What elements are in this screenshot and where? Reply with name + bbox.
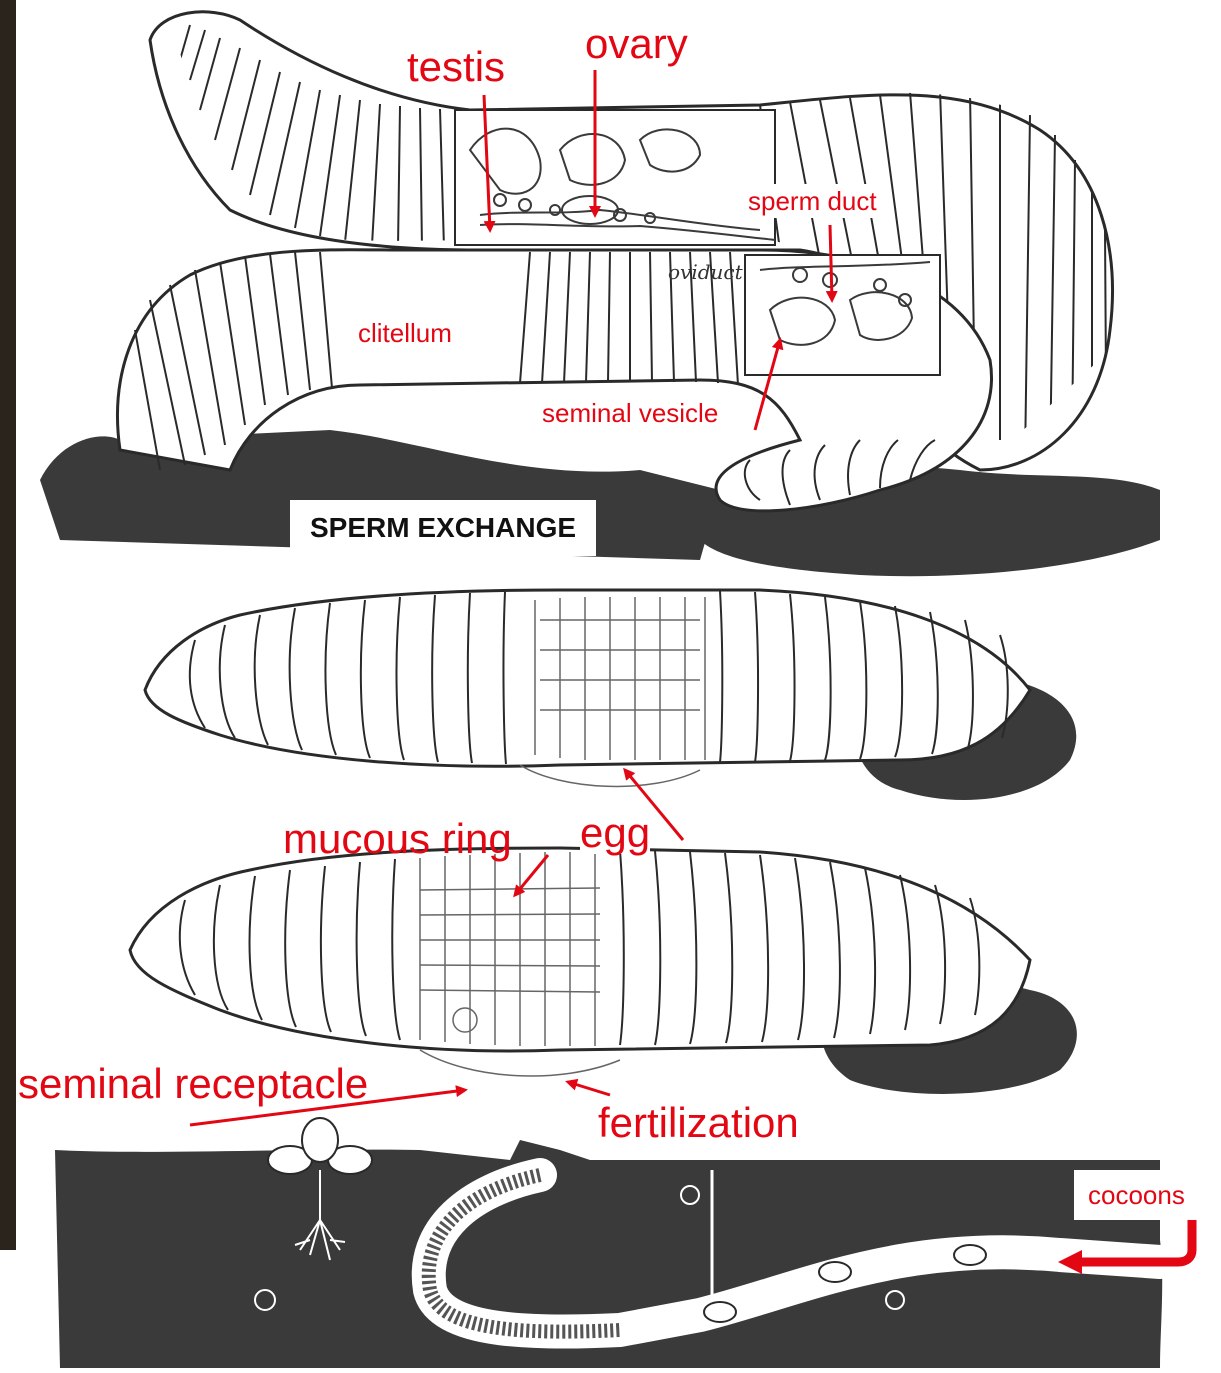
- oviduct-label: oviduct: [668, 262, 743, 282]
- left-photo-edge: [0, 0, 16, 1250]
- testis-label: testis: [407, 46, 505, 88]
- fertilization-worm: [130, 848, 1030, 1051]
- sperm-duct-label: sperm duct: [740, 184, 885, 218]
- mucous-ring-label: mucous ring: [283, 818, 512, 860]
- sperm-duct-arrow: [830, 225, 832, 300]
- ovary-label: ovary: [585, 23, 688, 65]
- seminal-receptacle-label: seminal receptacle: [18, 1063, 368, 1105]
- fertilization-arrow: [568, 1082, 610, 1095]
- clitellum-label: clitellum: [350, 316, 460, 350]
- fertilization-label: fertilization: [592, 1098, 805, 1148]
- cocoons-label: cocoons: [1074, 1170, 1199, 1220]
- egg-label: egg: [580, 812, 650, 854]
- seminal-vesicle-label: seminal vesicle: [534, 396, 726, 430]
- sperm-exchange-title: SPERM EXCHANGE: [290, 500, 596, 556]
